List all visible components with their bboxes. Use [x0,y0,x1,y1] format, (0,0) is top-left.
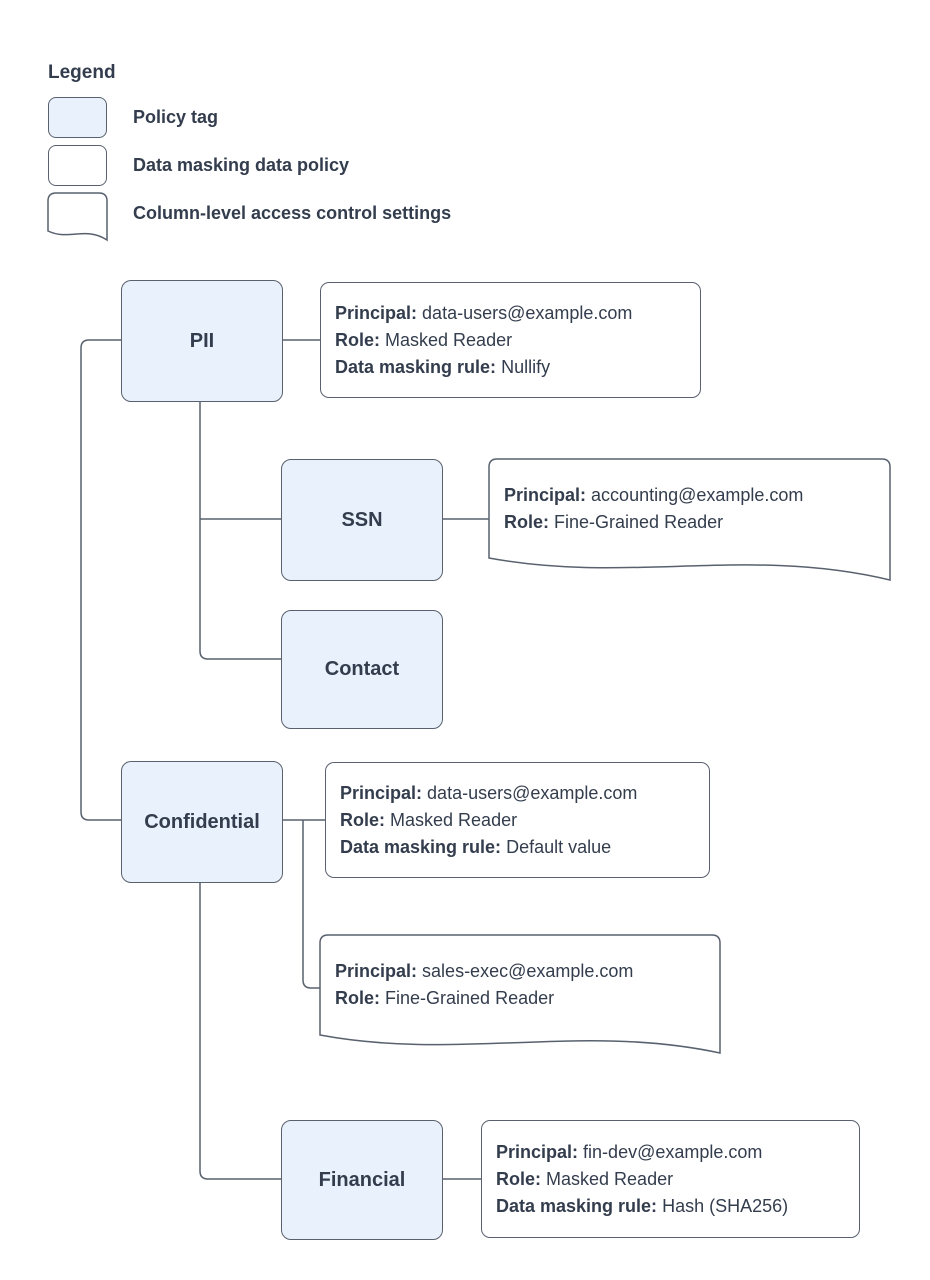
policy-field-value: data-users@example.com [422,302,633,323]
policy-tag-node-ssn: SSN [281,459,443,581]
policy-line: Principal: data-users@example.com [335,300,694,327]
policy-line: Data masking rule: Hash (SHA256) [496,1193,853,1220]
policy-tag-node-contact: Contact [281,610,443,729]
policy-tag-swatch [48,97,107,138]
policy-field-label: Principal: [496,1141,579,1162]
access-control-swatch [47,192,108,242]
policy-tag-node-pii: PII [121,280,283,402]
policy-field-label: Role: [335,988,380,1008]
policy-field-value: Nullify [501,356,551,377]
connector-confidential-to-access-doc [302,820,320,989]
node-label: Confidential [144,810,260,833]
data-policy-box-confidential: Principal: data-users@example.com Role: … [325,762,710,878]
data-policy-box-financial: Principal: fin-dev@example.com Role: Mas… [481,1120,860,1238]
policy-tag-node-financial: Financial [281,1120,443,1240]
policy-field-value: Masked Reader [390,809,518,830]
access-control-doc-confidential-shape [319,934,721,1054]
policy-field-value: Hash (SHA256) [662,1195,789,1216]
access-control-doc-ssn: Principal: accounting@example.com Role: … [489,459,890,559]
legend-item-label: Data masking data policy [133,155,350,175]
policy-field-value: sales-exec@example.com [422,961,634,981]
access-control-doc-ssn-shape [488,458,891,581]
connector-pii-to-confidential [80,339,121,821]
policy-field-label: Principal: [335,961,418,981]
connector-pii-to-contact [199,400,281,660]
policy-field-value: accounting@example.com [591,485,804,505]
policy-field-label: Role: [335,329,380,350]
legend-title: Legend [48,62,116,83]
policy-field-value: Masked Reader [546,1168,674,1189]
policy-line: Role: Fine-Grained Reader [335,985,720,1012]
policy-line: Principal: data-users@example.com [340,780,703,807]
policy-line: Role: Masked Reader [340,807,703,834]
policy-tag-node-confidential: Confidential [121,761,283,883]
policy-line: Role: Masked Reader [496,1166,853,1193]
policy-field-label: Principal: [504,485,587,505]
policy-field-value: fin-dev@example.com [583,1141,763,1162]
connector-confidential-to-financial [199,881,281,1180]
policy-field-label: Role: [504,512,549,532]
data-policy-swatch [48,145,107,186]
policy-field-label: Data masking rule: [335,356,497,377]
policy-field-label: Data masking rule: [340,836,502,857]
policy-field-label: Principal: [335,302,418,323]
policy-field-label: Role: [340,809,385,830]
policy-line: Data masking rule: Default value [340,834,703,861]
policy-line: Principal: fin-dev@example.com [496,1139,853,1166]
policy-field-value: Masked Reader [385,329,513,350]
policy-field-value: data-users@example.com [427,782,638,803]
node-label: Contact [324,658,400,680]
policy-line: Role: Masked Reader [335,327,694,354]
data-policy-box-pii: Principal: data-users@example.com Role: … [320,282,701,398]
legend-item-label: Policy tag [133,107,219,127]
policy-field-label: Principal: [340,782,423,803]
policy-line: Principal: accounting@example.com [504,482,890,509]
policy-field-value: Default value [506,836,612,857]
node-label: Financial [318,1168,406,1191]
legend-item-label: Column-level access control settings [133,202,452,223]
node-label: SSN [341,508,383,531]
access-control-doc-confidential: Principal: sales-exec@example.com Role: … [320,935,720,1035]
policy-field-label: Role: [496,1168,541,1189]
policy-field-label: Data masking rule: [496,1195,658,1216]
node-label: PII [189,329,215,352]
policy-line: Principal: sales-exec@example.com [335,958,720,985]
policy-field-value: Fine-Grained Reader [385,988,555,1008]
policy-line: Role: Fine-Grained Reader [504,509,890,536]
policy-line: Data masking rule: Nullify [335,354,694,381]
policy-field-value: Fine-Grained Reader [554,512,724,532]
